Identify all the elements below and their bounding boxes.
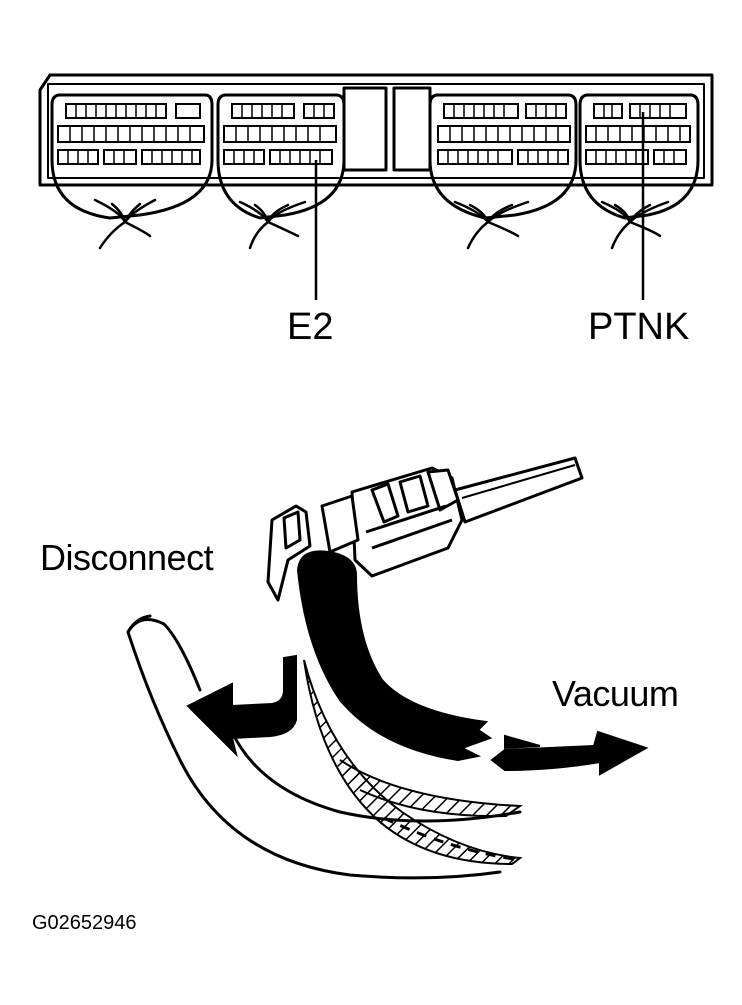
figure-code: G02652946: [32, 912, 137, 934]
ecu-connector-icon: [38, 73, 714, 220]
vacuum-hose-icon: [296, 550, 523, 866]
pin-leader-lines: [314, 112, 645, 300]
disconnected-pipe: [126, 614, 522, 880]
label-e2: E2: [287, 306, 334, 348]
label-disconnect: Disconnect: [40, 537, 214, 578]
label-ptnk: PTNK: [588, 306, 690, 348]
sensor-connector-icon: [266, 456, 584, 602]
disconnect-arrow-icon: [186, 654, 297, 758]
label-vacuum: Vacuum: [552, 673, 679, 714]
wire-harness-icon: [93, 198, 670, 250]
vacuum-arrow-icon: [490, 730, 649, 776]
ecu-pin-grid: [57, 103, 691, 165]
